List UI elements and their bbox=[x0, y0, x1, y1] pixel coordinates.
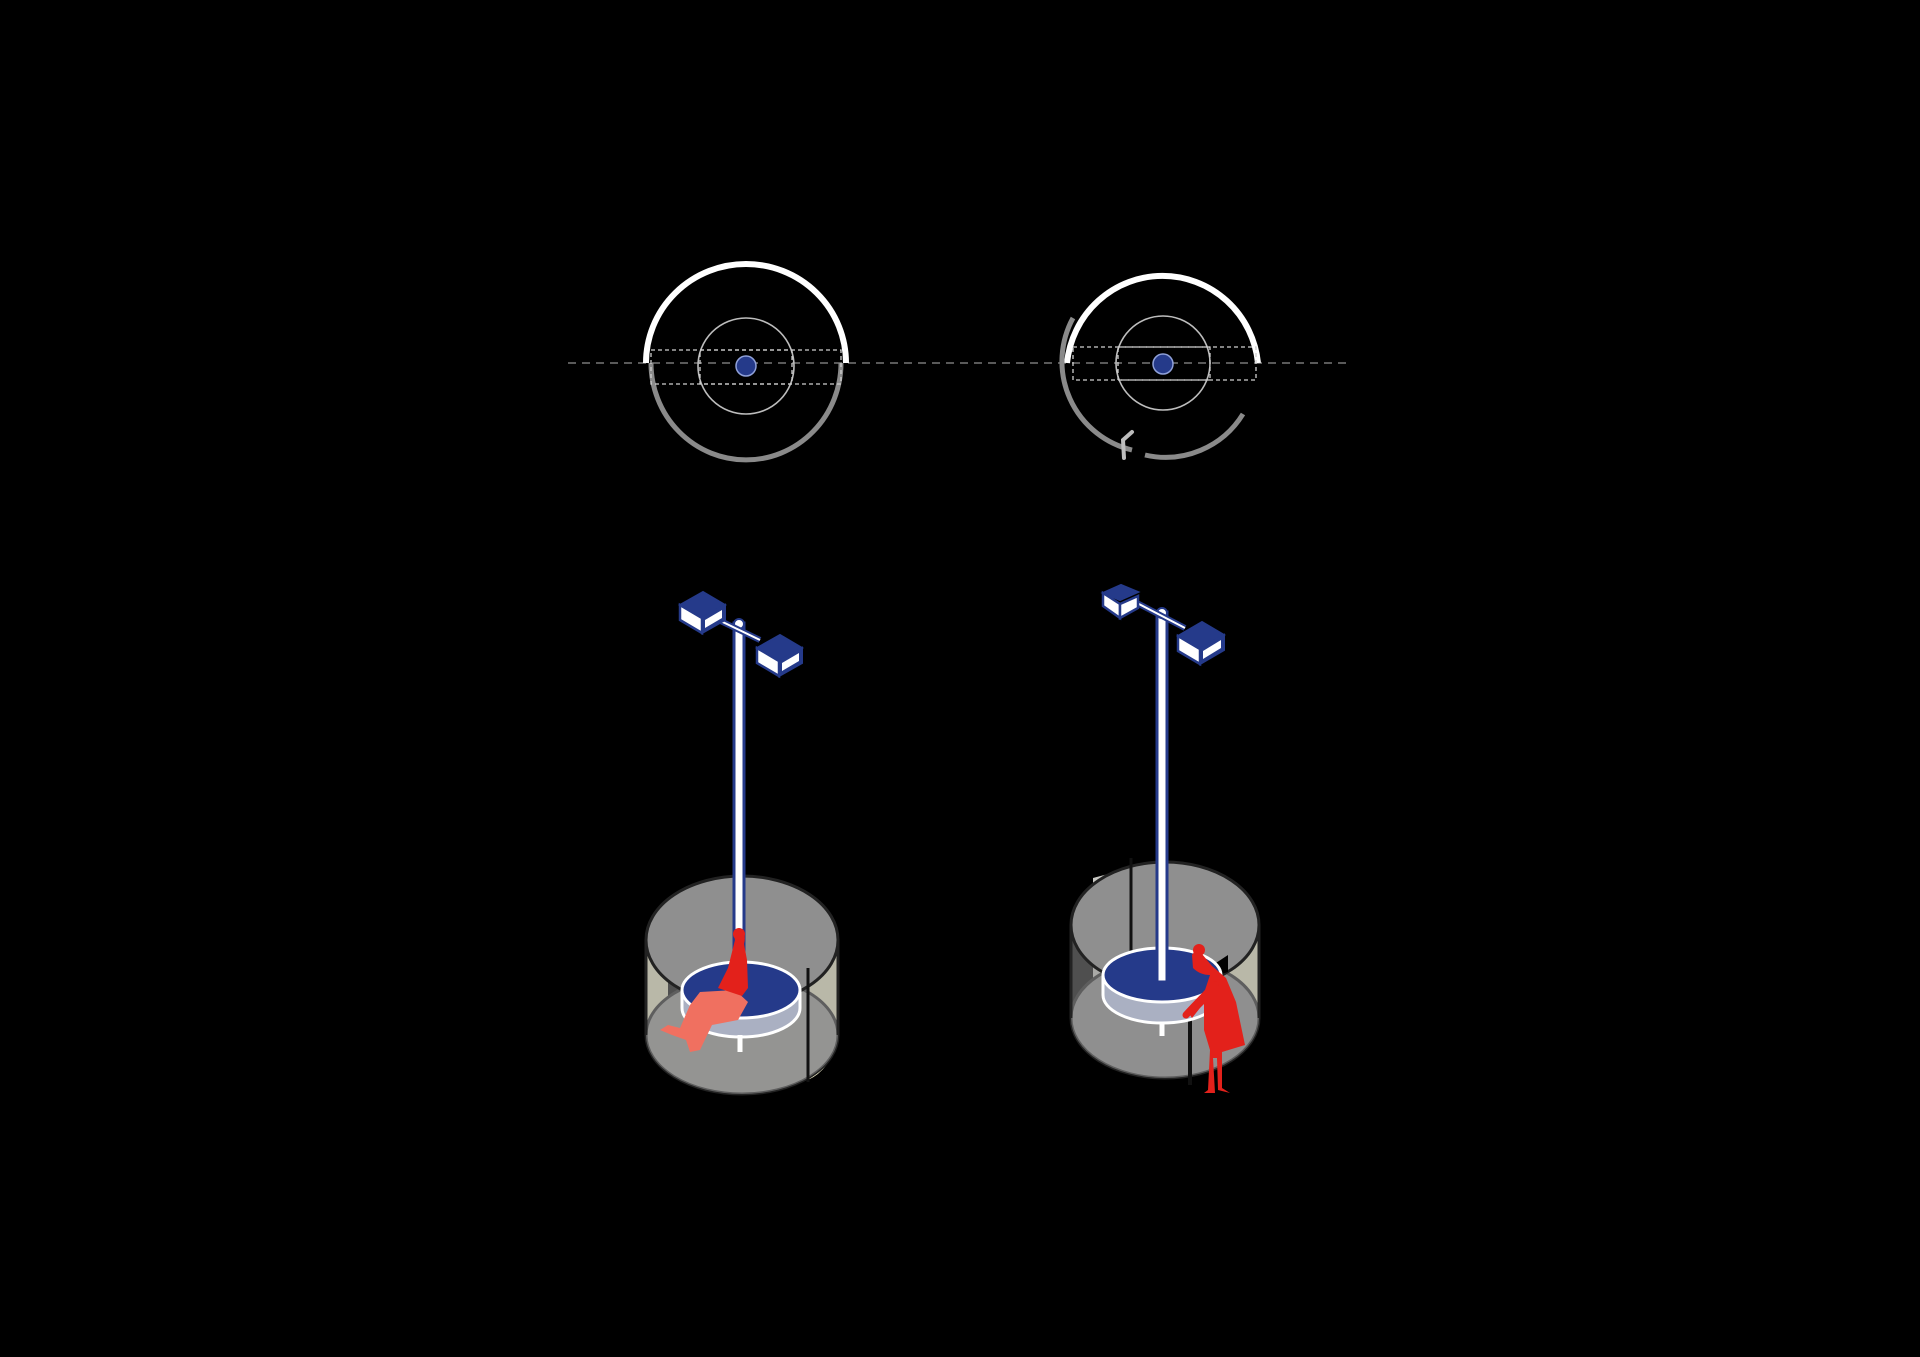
figure-head bbox=[1193, 944, 1205, 956]
lamp-head-icon bbox=[678, 590, 727, 636]
plan-view-closed bbox=[643, 261, 849, 463]
lamp-head-icon bbox=[755, 633, 804, 679]
plan-dashed-rect-inner bbox=[1117, 346, 1211, 381]
plan-outer-ring-white bbox=[1064, 272, 1261, 364]
figure-red-part bbox=[718, 928, 748, 996]
lamp-head-icon bbox=[1100, 583, 1141, 621]
iso-view-closed bbox=[644, 590, 840, 1096]
figure-arm bbox=[1182, 981, 1219, 1019]
plan-outer-ring-bottom bbox=[648, 362, 844, 463]
plan-dashed-rect-outer bbox=[1072, 346, 1257, 381]
plan-pole-dot bbox=[1152, 353, 1174, 375]
plan-views bbox=[568, 261, 1352, 463]
plan-pole-dot bbox=[735, 355, 757, 377]
person-silhouette-icon bbox=[1182, 944, 1245, 1093]
figure-faded-part bbox=[660, 990, 748, 1052]
plan-outer-ring-top bbox=[643, 261, 849, 364]
pole-icon bbox=[1155, 610, 1169, 984]
plan-door-tick bbox=[1120, 430, 1134, 460]
plan-outer-ring-gray bbox=[1059, 316, 1246, 460]
plan-inner-circle bbox=[697, 317, 795, 415]
lamp-head-icon bbox=[1176, 620, 1226, 667]
person-silhouette-icon bbox=[660, 928, 748, 1052]
plan-view-open bbox=[1059, 272, 1261, 460]
iso-lamp-arm-inner bbox=[1134, 601, 1186, 629]
iso-view-open bbox=[1069, 583, 1261, 1093]
plan-dashed-rect-inner bbox=[699, 349, 793, 385]
figure-red-part bbox=[1188, 948, 1245, 1093]
figure-head bbox=[733, 928, 745, 940]
